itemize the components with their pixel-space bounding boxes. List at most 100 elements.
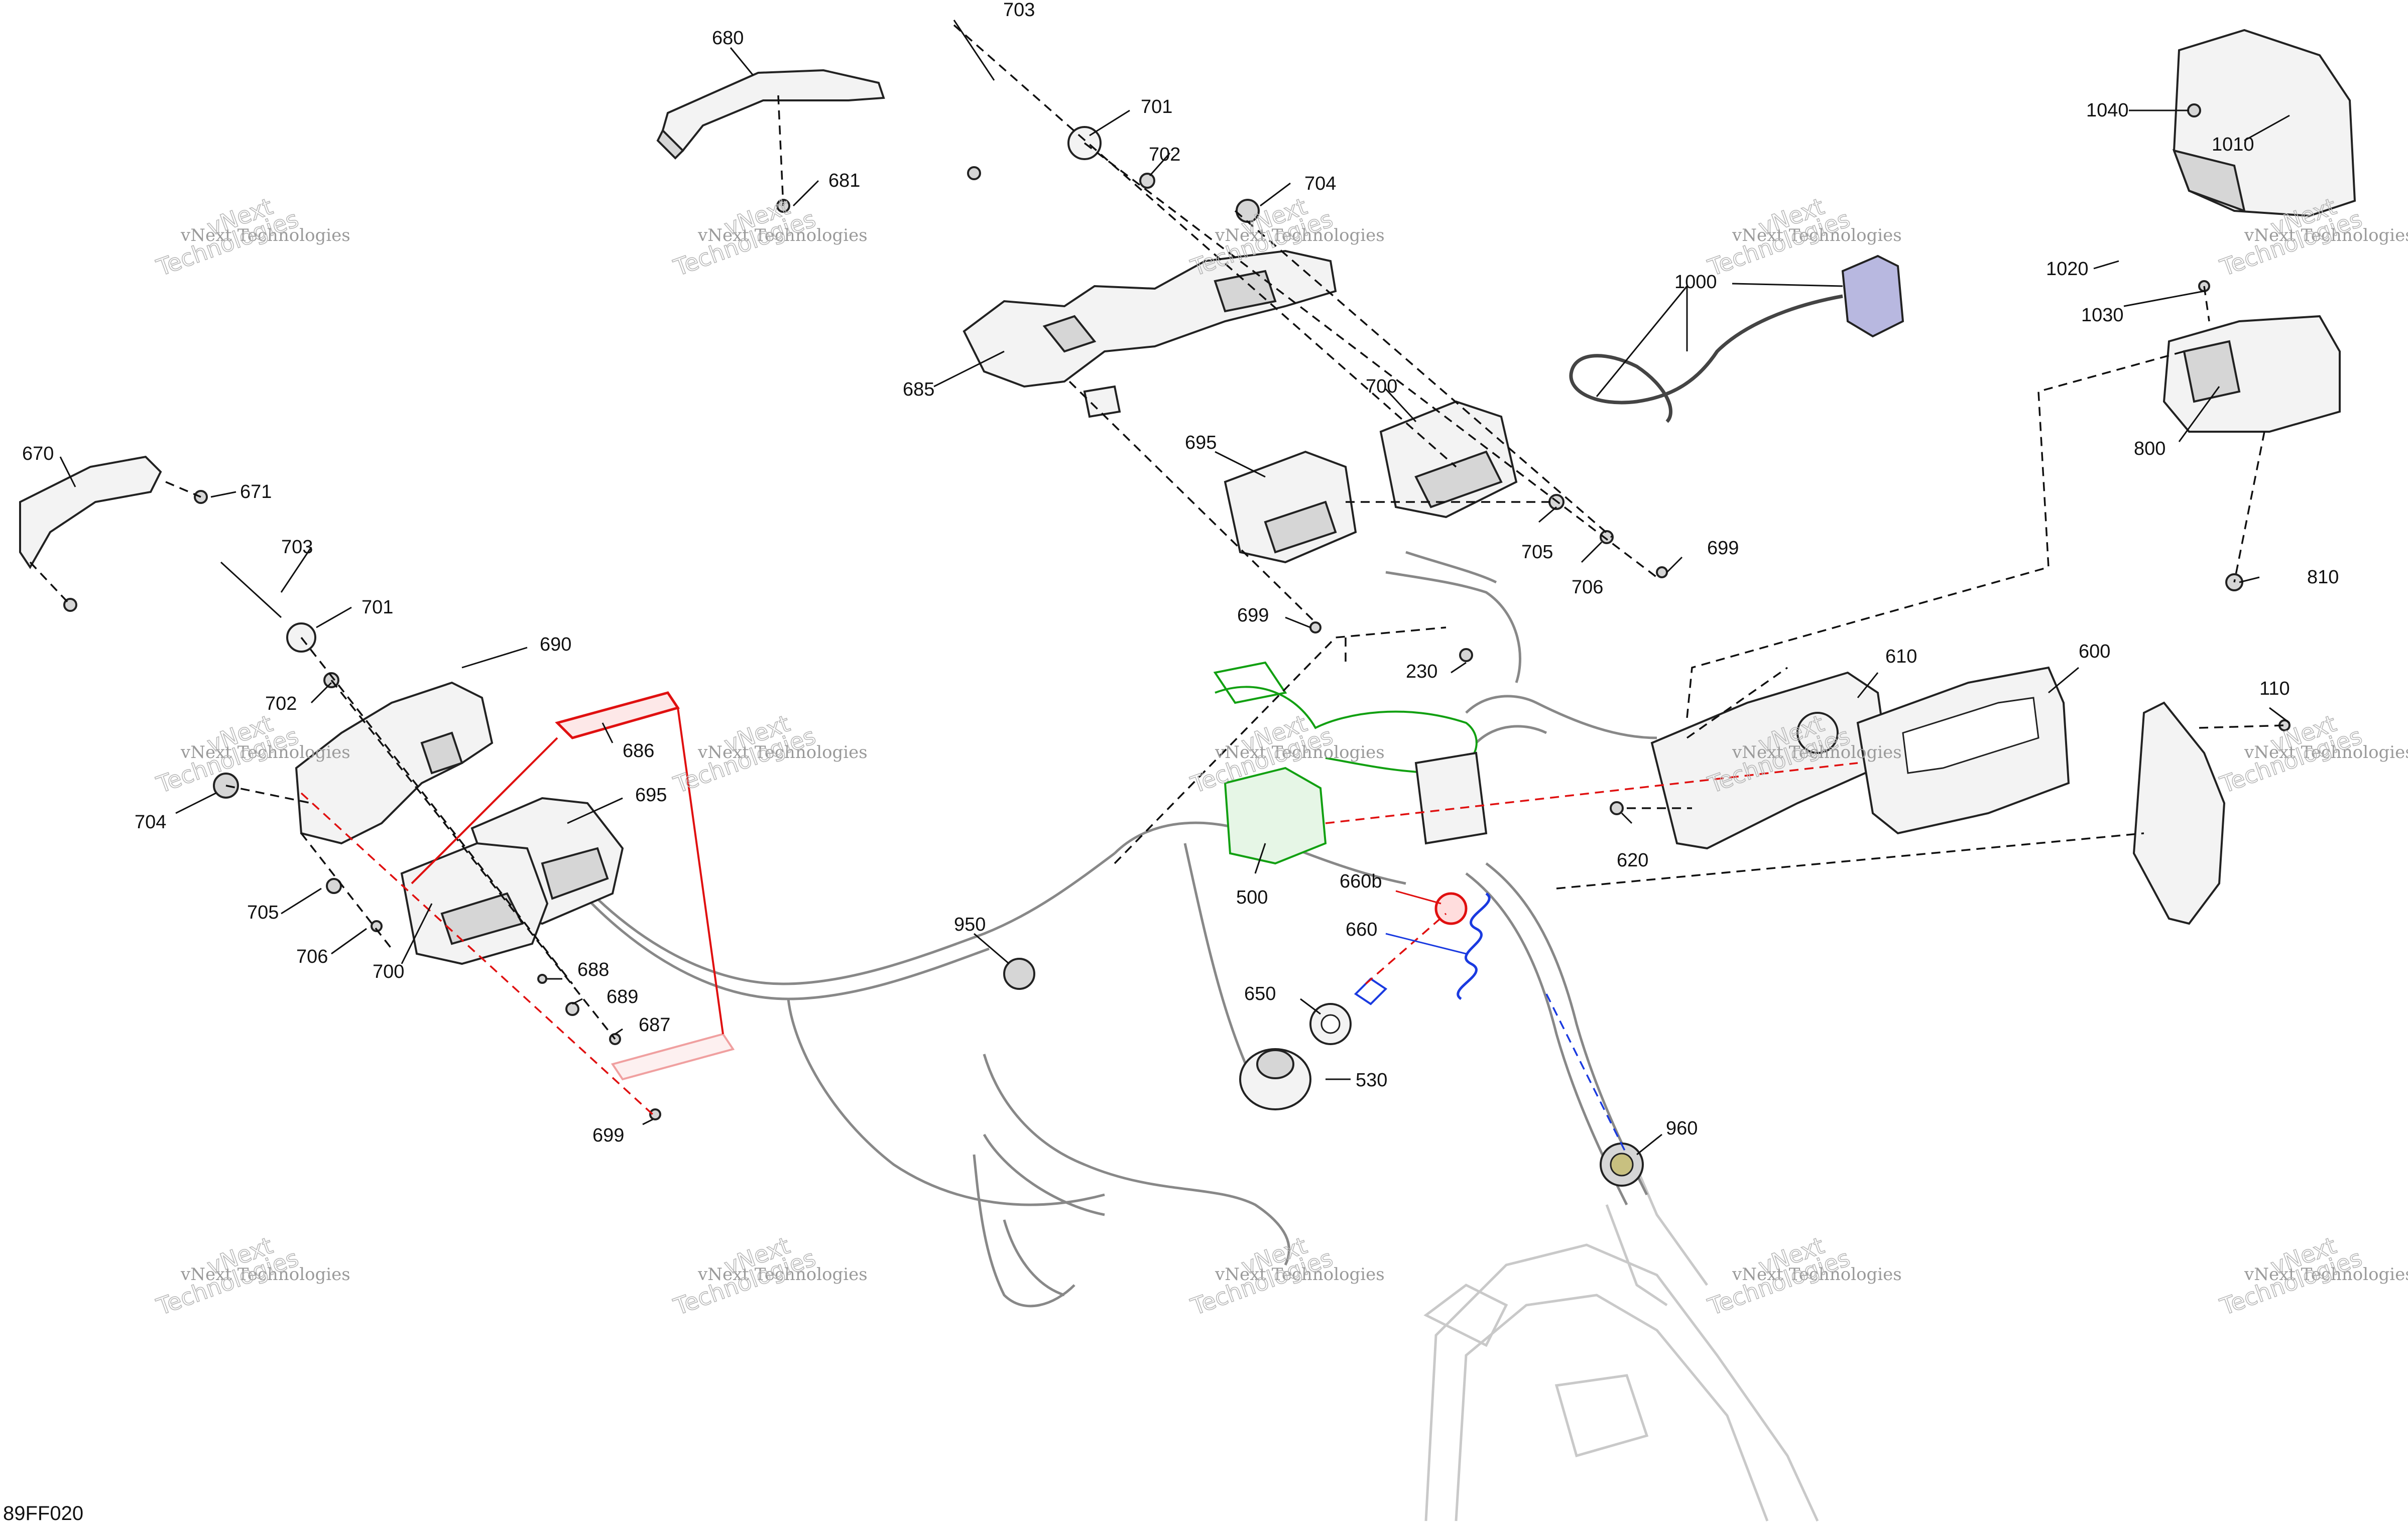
wiring-harness	[576, 551, 1657, 1308]
callout-702-top[interactable]: 702	[1149, 144, 1180, 165]
callout-695-top[interactable]: 695	[1185, 432, 1217, 453]
callout-688[interactable]: 688	[577, 959, 609, 980]
callout-800[interactable]: 800	[2134, 438, 2165, 459]
module-695-top	[1224, 450, 1357, 564]
knob-530	[1239, 1048, 1311, 1110]
callout-690[interactable]: 690	[540, 634, 571, 655]
callout-660b[interactable]: 660b	[1340, 871, 1382, 892]
callout-1030[interactable]: 1030	[2081, 305, 2124, 326]
svg-text:vNext Technologies: vNext Technologies	[1732, 742, 1902, 762]
callout-1000[interactable]: 1000	[1674, 272, 1717, 293]
callout-810[interactable]: 810	[2307, 567, 2339, 588]
callout-705-top[interactable]: 705	[1521, 542, 1553, 563]
svg-text:vNext Technologies: vNext Technologies	[697, 742, 868, 762]
callout-620[interactable]: 620	[1617, 850, 1648, 871]
display-600	[1856, 666, 2070, 835]
callout-670[interactable]: 670	[22, 443, 54, 464]
watermark-12: vNext Technologies vNext Technologies	[670, 1231, 868, 1321]
watermark-14: vNext Technologies vNext Technologies	[1704, 1231, 1902, 1321]
callout-110[interactable]: 110	[2259, 678, 2290, 699]
callout-530[interactable]: 530	[1356, 1070, 1387, 1091]
coil-660-blue	[1354, 892, 1491, 1005]
connector-950	[1003, 958, 1035, 990]
callout-699-right[interactable]: 699	[1707, 538, 1739, 559]
leader-lines	[59, 47, 2290, 1156]
callout-699-mid[interactable]: 699	[1237, 605, 1269, 626]
callout-1040[interactable]: 1040	[2086, 100, 2129, 121]
svg-text:vNext Technologies: vNext Technologies	[1732, 1264, 1902, 1285]
callout-230[interactable]: 230	[1406, 661, 1437, 682]
callout-702-left[interactable]: 702	[265, 693, 297, 714]
diagram-code: 89FF020	[3, 1502, 83, 1524]
module-700-left	[400, 842, 549, 965]
svg-text:vNext Technologies: vNext Technologies	[1215, 225, 1385, 245]
callout-650[interactable]: 650	[1244, 983, 1276, 1004]
callout-1020[interactable]: 1020	[2046, 259, 2089, 280]
svg-text:vNext Technologies: vNext Technologies	[2244, 1264, 2408, 1285]
callout-681[interactable]: 681	[828, 170, 860, 191]
bracket-685	[962, 249, 1337, 418]
watermark-1: vNext Technologies vNext Technologies	[153, 192, 350, 282]
bracket-110	[2132, 701, 2226, 925]
callout-706-left[interactable]: 706	[296, 946, 328, 967]
callout-500[interactable]: 500	[1236, 887, 1268, 908]
part-686-red	[555, 691, 680, 739]
watermark-15: vNext Technologies vNext Technologies	[2216, 1231, 2408, 1321]
watermark-2: vNext Technologies vNext Technologies	[670, 192, 868, 282]
callout-703-top[interactable]: 703	[1003, 0, 1035, 21]
tether-660b-red	[1434, 892, 1468, 925]
callout-703-left[interactable]: 703	[281, 537, 313, 558]
svg-text:vNext Technologies: vNext Technologies	[1732, 225, 1902, 245]
callout-706-top[interactable]: 706	[1572, 577, 1603, 598]
handle-670	[19, 455, 162, 569]
ring-650	[1309, 1003, 1352, 1045]
handle-680	[656, 69, 885, 160]
callout-695-left[interactable]: 695	[635, 785, 667, 806]
callout-704-left[interactable]: 704	[135, 812, 166, 833]
callout-705-left[interactable]: 705	[247, 902, 279, 923]
frame-chassis	[1423, 1144, 1819, 1522]
box-230	[1414, 751, 1488, 845]
callout-704-top[interactable]: 704	[1304, 173, 1336, 194]
callout-960[interactable]: 960	[1666, 1118, 1698, 1139]
callout-610[interactable]: 610	[1885, 646, 1917, 667]
watermark-7: vNext Technologies vNext Technologies	[670, 709, 868, 799]
svg-text:vNext Technologies: vNext Technologies	[180, 742, 350, 762]
module-800	[2162, 315, 2341, 433]
svg-text:vNext Technologies: vNext Technologies	[697, 225, 868, 245]
svg-text:vNext Technologies: vNext Technologies	[2244, 742, 2408, 762]
callout-660[interactable]: 660	[1346, 919, 1377, 940]
callout-686[interactable]: 686	[623, 740, 654, 761]
key-switch-960	[1600, 1142, 1644, 1187]
bracket-690	[295, 681, 494, 845]
callout-700-left[interactable]: 700	[373, 961, 404, 982]
svg-text:vNext Technologies: vNext Technologies	[180, 1264, 350, 1285]
callout-701-top[interactable]: 701	[1141, 96, 1172, 117]
callout-699-bottom[interactable]: 699	[592, 1125, 624, 1146]
watermark-10: vNext Technologies vNext Technologies	[2216, 709, 2408, 799]
callout-700-top[interactable]: 700	[1366, 376, 1397, 397]
callout-600[interactable]: 600	[2079, 641, 2110, 662]
watermark-11: vNext Technologies vNext Technologies	[153, 1231, 350, 1321]
callout-685[interactable]: 685	[903, 379, 934, 400]
callout-687[interactable]: 687	[639, 1014, 670, 1036]
fasteners	[63, 20, 2291, 1120]
watermark-13: vNext Technologies vNext Technologies	[1187, 1231, 1385, 1321]
callout-689[interactable]: 689	[607, 986, 638, 1007]
switch-500-green	[1213, 661, 1478, 865]
callout-671[interactable]: 671	[240, 481, 272, 502]
callout-950[interactable]: 950	[954, 914, 986, 935]
bracket-1010	[2172, 29, 2356, 217]
watermark-line-1: vNext Technologies	[180, 225, 350, 245]
callout-labels: 680 681 703 701 702 704 685 700 695 705 …	[22, 0, 2339, 1146]
assembly-dashes	[29, 24, 2285, 1155]
switch-1000	[1569, 255, 1904, 423]
callout-1010[interactable]: 1010	[2212, 134, 2254, 155]
svg-text:vNext Technologies: vNext Technologies	[1215, 1264, 1385, 1285]
callout-680[interactable]: 680	[712, 28, 744, 49]
svg-text:vNext Technologies: vNext Technologies	[697, 1264, 868, 1285]
module-700-top	[1379, 400, 1518, 519]
svg-text:vNext Technologies: vNext Technologies	[2244, 225, 2408, 245]
callout-701-left[interactable]: 701	[362, 597, 393, 618]
